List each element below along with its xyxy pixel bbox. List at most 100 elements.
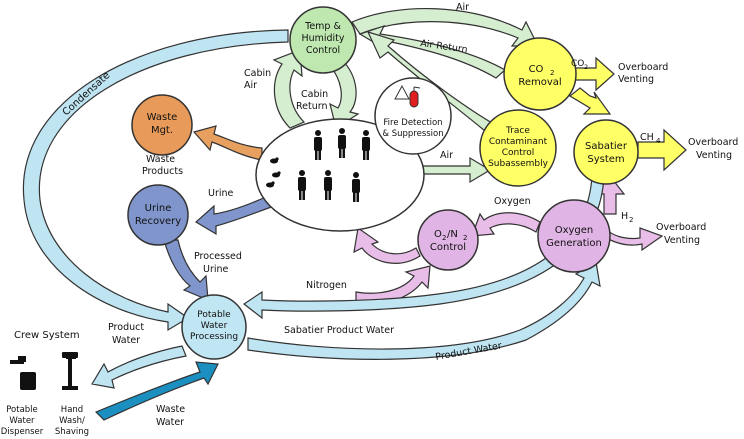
o2n2-control-label: Control [430, 242, 466, 253]
condensate-arrow [22, 29, 289, 332]
co2-removal-label: Removal [518, 77, 561, 88]
sabatier-label-1: Sabatier [585, 141, 628, 152]
crew-figure-icon [298, 170, 306, 200]
hand-wash-label-3: Shaving [55, 427, 89, 437]
trace-contaminant-node: Trace Contaminant Control Subassembly [479, 109, 557, 187]
duck-icon [270, 157, 279, 164]
sabatier-product-water-label: Sabatier Product Water [284, 325, 394, 336]
waste-label-2: Mgt. [151, 125, 173, 136]
crew-cabin [255, 118, 425, 232]
waste-water-arrow [94, 361, 219, 421]
air-label-top: Air [456, 2, 469, 13]
o2n2-2-sub: 2 [442, 234, 446, 242]
h2-label: H [621, 211, 628, 222]
waste-products-label-1: Waste [146, 154, 175, 165]
crew-figure-icon [338, 128, 346, 158]
air-label-2: Air [440, 150, 453, 161]
trace-return-arrow [366, 31, 510, 141]
product-water-bottom-arrow [247, 261, 601, 360]
sabatier-label-2: System [587, 154, 624, 165]
co2-label: CO [529, 64, 544, 75]
co2-out-sub: 2 [584, 63, 588, 71]
fire-detection-node: Fire Detection & Suppression [374, 77, 452, 155]
potable-label-1: Potable [197, 310, 231, 320]
sink-icon [62, 352, 78, 390]
nitrogen-label: Nitrogen [306, 280, 347, 291]
o2n2-n-label: /N [447, 229, 458, 240]
co2-out-label: CO [571, 59, 584, 69]
air-to-trace-arrow [419, 156, 492, 184]
faucet-icon [10, 356, 36, 390]
processed-urine-arrow [163, 239, 209, 301]
crew-system-label: Crew System [14, 330, 80, 341]
overboard-1-label: Overboard [618, 62, 668, 73]
co2-removal-node: CO 2 Removal [503, 37, 577, 111]
co2-to-sabatier-arrow [568, 87, 612, 115]
waste-water-label-1: Waste [156, 404, 185, 415]
temp-label-3: Control [306, 45, 340, 56]
product-water-left-arrow [91, 345, 187, 389]
co2-subscript: 2 [550, 69, 554, 77]
urine-label-1: Urine [145, 203, 172, 214]
oxygen-generation-node: Oxygen Generation [537, 199, 611, 273]
hand-wash-label-1: Hand [61, 405, 83, 415]
waste-water-label-2: Water [156, 417, 184, 428]
waste-products-arrow [192, 125, 263, 161]
temp-label-1: Temp & [304, 21, 341, 32]
oxygen-gen-label-1: Oxygen [555, 225, 594, 236]
oxygen-gen-label-2: Generation [546, 238, 602, 249]
potable-dispenser-label-3: Dispenser [1, 427, 44, 437]
crew-figure-icon [324, 170, 332, 200]
urine-label-2: Recovery [135, 216, 181, 227]
trace-label-2: Contaminant [489, 137, 548, 147]
product-water-left-1: Product [108, 322, 144, 333]
crew-figure-icon [314, 130, 322, 160]
overboard-2-label: Overboard [688, 137, 738, 148]
potable-dispenser-label-1: Potable [6, 405, 38, 415]
cabin-return-arrow [329, 59, 360, 129]
sabatier-product-water-arrow [242, 175, 605, 320]
ch4-label: CH [640, 132, 654, 143]
condensate-label: Condensate [61, 70, 113, 118]
cabin-return-label-1: Cabin [301, 89, 328, 100]
warning-triangle-icon [394, 84, 410, 100]
oxygen-arrow [471, 212, 541, 237]
duck-icon [272, 171, 281, 178]
overboard-3-label: Overboard [656, 222, 706, 233]
crew-figure-icon [352, 172, 360, 202]
overboard-1-label-2: Venting [618, 74, 654, 85]
potable-water-node: Potable Water Processing [181, 294, 247, 360]
potable-label-3: Processing [190, 332, 238, 342]
potable-dispenser-label-2: Water [9, 416, 35, 426]
urine-recovery-node: Urine Recovery [127, 184, 189, 246]
o2n2-to-cabin-arrow [353, 226, 421, 264]
temp-label-2: Humidity [301, 33, 344, 44]
o2n2-control-node: O 2 /N 2 Control [417, 209, 479, 271]
trace-label-4: Subassembly [488, 159, 549, 169]
cabin-air-label-1: Cabin [244, 68, 271, 79]
fire-label-2: & Suppression [382, 129, 443, 139]
processed-urine-label-2: Urine [203, 264, 229, 275]
o2n2-2b-sub: 2 [463, 234, 467, 242]
air-return-arrow [358, 24, 507, 79]
fire-extinguisher-icon [409, 86, 421, 108]
overboard-3-label-2: Venting [664, 235, 700, 246]
processed-urine-label-1: Processed [194, 251, 242, 262]
duck-icon [266, 181, 275, 188]
trace-label-3: Control [502, 148, 535, 158]
oxygen-label: Oxygen [494, 196, 531, 207]
hand-wash-label-2: Wash/ [59, 416, 85, 426]
trace-label-1: Trace [505, 126, 530, 136]
cabin-air-label-2: Air [244, 80, 257, 91]
product-water-left-2: Water [112, 335, 140, 346]
ch4-vent-arrow [637, 128, 687, 172]
cabin-return-label-2: Return [296, 101, 328, 112]
crew-figure-icon [362, 130, 370, 160]
waste-label-1: Waste [147, 112, 178, 123]
crew-figures [266, 128, 370, 202]
potable-label-2: Water [201, 321, 228, 331]
urine-flow-label: Urine [208, 188, 234, 199]
fire-label-1: Fire Detection [383, 118, 442, 128]
waste-products-label-2: Products [142, 166, 183, 177]
